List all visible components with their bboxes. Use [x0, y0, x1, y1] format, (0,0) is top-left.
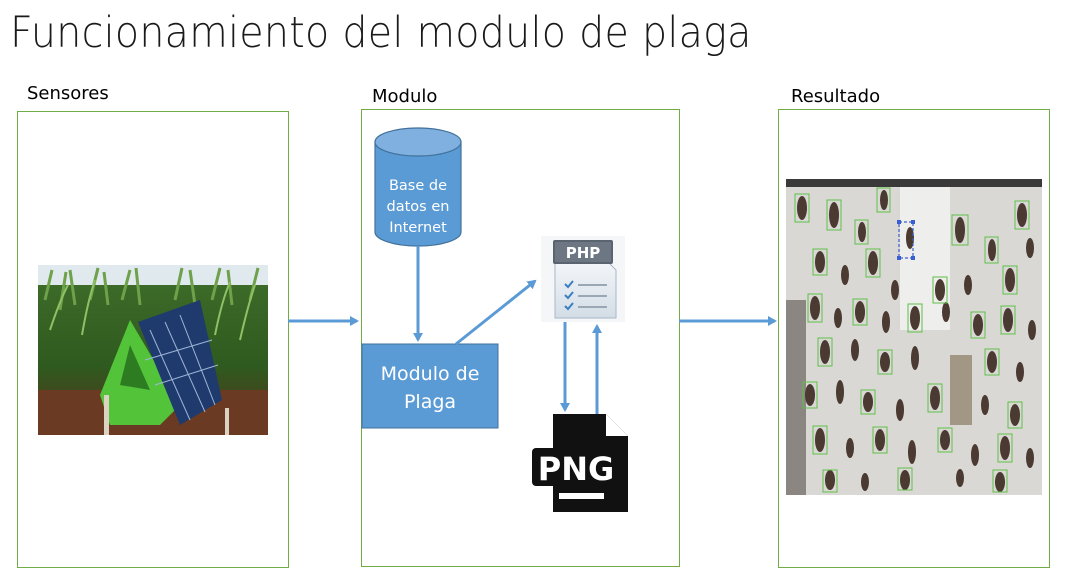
page-title: Funcionamiento del modulo de plaga [10, 8, 752, 58]
column-label-resultado: Resultado [791, 86, 881, 107]
database-label-line: datos en [386, 199, 450, 215]
arrow-plaga-to-php [455, 279, 537, 346]
database-label-line: Base de [388, 178, 448, 194]
column-label-sensores: Sensores [27, 83, 109, 104]
database-cylinder [374, 127, 462, 247]
column-label-modulo: Modulo [372, 86, 438, 107]
png-file-icon [532, 414, 628, 512]
php-icon-label: PHP [566, 244, 601, 262]
php-file-icon [541, 236, 625, 322]
png-icon-label: PNG [538, 450, 615, 488]
modulo-plaga-box [361, 343, 499, 429]
detection-result-image [786, 179, 1042, 495]
database-label: Base de datos en Internet [375, 176, 461, 239]
database-label-line: Internet [389, 220, 447, 236]
modulo-plaga-label-line: Modulo de [380, 363, 480, 385]
sensor-photo [38, 265, 268, 435]
modulo-plaga-label-line: Plaga [403, 391, 457, 413]
modulo-plaga-label: Modulo de Plaga [362, 360, 498, 416]
